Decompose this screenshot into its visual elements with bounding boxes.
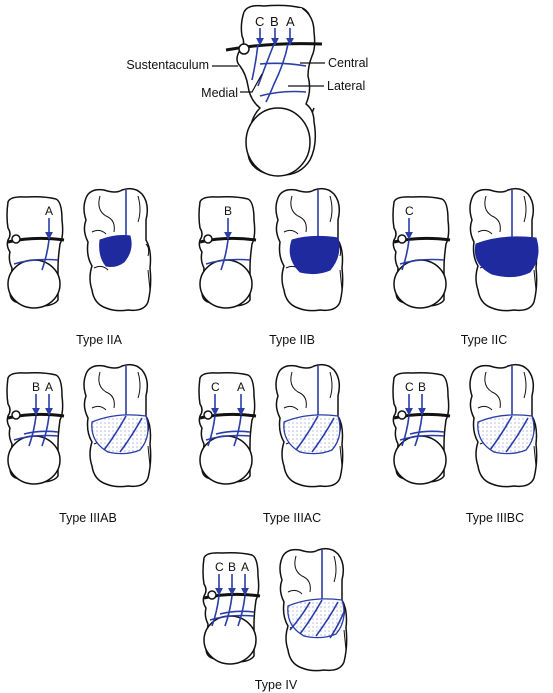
fracture-line xyxy=(13,258,59,265)
key-letter-a: A xyxy=(286,14,295,29)
panel-type-iia: A Type IIA xyxy=(5,187,152,347)
fracture-line xyxy=(103,415,127,451)
calcaneus-axial-outline xyxy=(5,195,66,310)
fracture-line xyxy=(119,417,143,453)
fracture-fragment xyxy=(91,414,149,455)
fracture-line xyxy=(41,239,50,271)
panel-label: Type IIB xyxy=(269,333,315,347)
fracture-fragment xyxy=(289,235,340,275)
fracture-fragment xyxy=(477,414,535,455)
fracture-line xyxy=(211,595,220,627)
key-letter-b: B xyxy=(270,14,279,29)
panel-label: Type IV xyxy=(255,678,298,692)
coronal-view xyxy=(469,187,539,312)
axial-view: A xyxy=(5,195,66,310)
arrow-letter-c: C xyxy=(405,380,414,394)
panel-label: Type IIIAB xyxy=(59,511,117,525)
fracture-line xyxy=(315,601,339,637)
fracture-line xyxy=(409,430,445,435)
panel-label: Type IIC xyxy=(461,333,508,347)
fracture-fragment xyxy=(283,414,341,455)
axial-view: C xyxy=(391,195,452,310)
arrow-letter-b: B xyxy=(224,204,232,218)
fracture-line xyxy=(401,415,410,447)
label-sustentaculum: Sustentaculum xyxy=(126,58,209,72)
coronal-view xyxy=(469,363,538,488)
fracture-line xyxy=(220,239,229,271)
fracture-line xyxy=(399,434,445,441)
fracture-line xyxy=(489,415,513,451)
fracture-line xyxy=(205,258,251,265)
axial-view: B xyxy=(197,195,258,310)
fracture-line xyxy=(399,258,445,265)
fracture-line xyxy=(23,430,59,435)
arrow-letter-a: A xyxy=(45,204,53,218)
arrow-letter-b: B xyxy=(228,560,236,574)
arrow-letter-a: A xyxy=(45,380,53,394)
fracture-line xyxy=(505,417,529,453)
calcaneus-axial-outline xyxy=(391,195,452,310)
fracture-line xyxy=(215,430,251,435)
label-medial: Medial xyxy=(201,86,238,100)
coronal-view xyxy=(83,363,152,488)
arrow-letter-b: B xyxy=(32,380,40,394)
coronal-view xyxy=(83,187,152,312)
coronal-view xyxy=(275,187,344,312)
fracture-line xyxy=(207,415,216,447)
fracture-line xyxy=(289,601,311,631)
fracture-line xyxy=(299,599,323,635)
fracture-fragment xyxy=(287,598,345,639)
fracture-line xyxy=(401,239,410,271)
arrow-letter-c: C xyxy=(405,204,414,218)
fracture-line xyxy=(13,434,59,441)
label-lateral: Lateral xyxy=(327,79,365,93)
calcaneus-axial-outline xyxy=(197,371,258,486)
coronal-view xyxy=(275,363,344,488)
fracture-line xyxy=(329,611,345,639)
fracture-line xyxy=(205,434,251,441)
panel-label: Type IIIAC xyxy=(263,511,321,525)
arrow-letter-b: B xyxy=(418,380,426,394)
arrow-letter-a: A xyxy=(237,380,245,394)
label-central: Central xyxy=(328,56,368,70)
fracture-fragment xyxy=(474,236,539,278)
key-letter-c: C xyxy=(255,14,264,29)
panel-label: Type IIIBC xyxy=(466,511,524,525)
fracture-line xyxy=(311,417,335,453)
fracture-line xyxy=(219,610,255,615)
fracture-fragment xyxy=(99,235,132,267)
arrow-letter-c: C xyxy=(211,380,220,394)
panel-label: Type IIA xyxy=(76,333,123,347)
panel-type-iib: B Type IIB xyxy=(197,187,344,347)
arrow-letter-a: A xyxy=(241,560,249,574)
arrow-letter-c: C xyxy=(215,560,224,574)
fracture-line xyxy=(209,614,255,621)
panel-type-iic: C Type IIC xyxy=(391,187,539,347)
coronal-view xyxy=(279,547,348,672)
fracture-line xyxy=(295,415,319,451)
